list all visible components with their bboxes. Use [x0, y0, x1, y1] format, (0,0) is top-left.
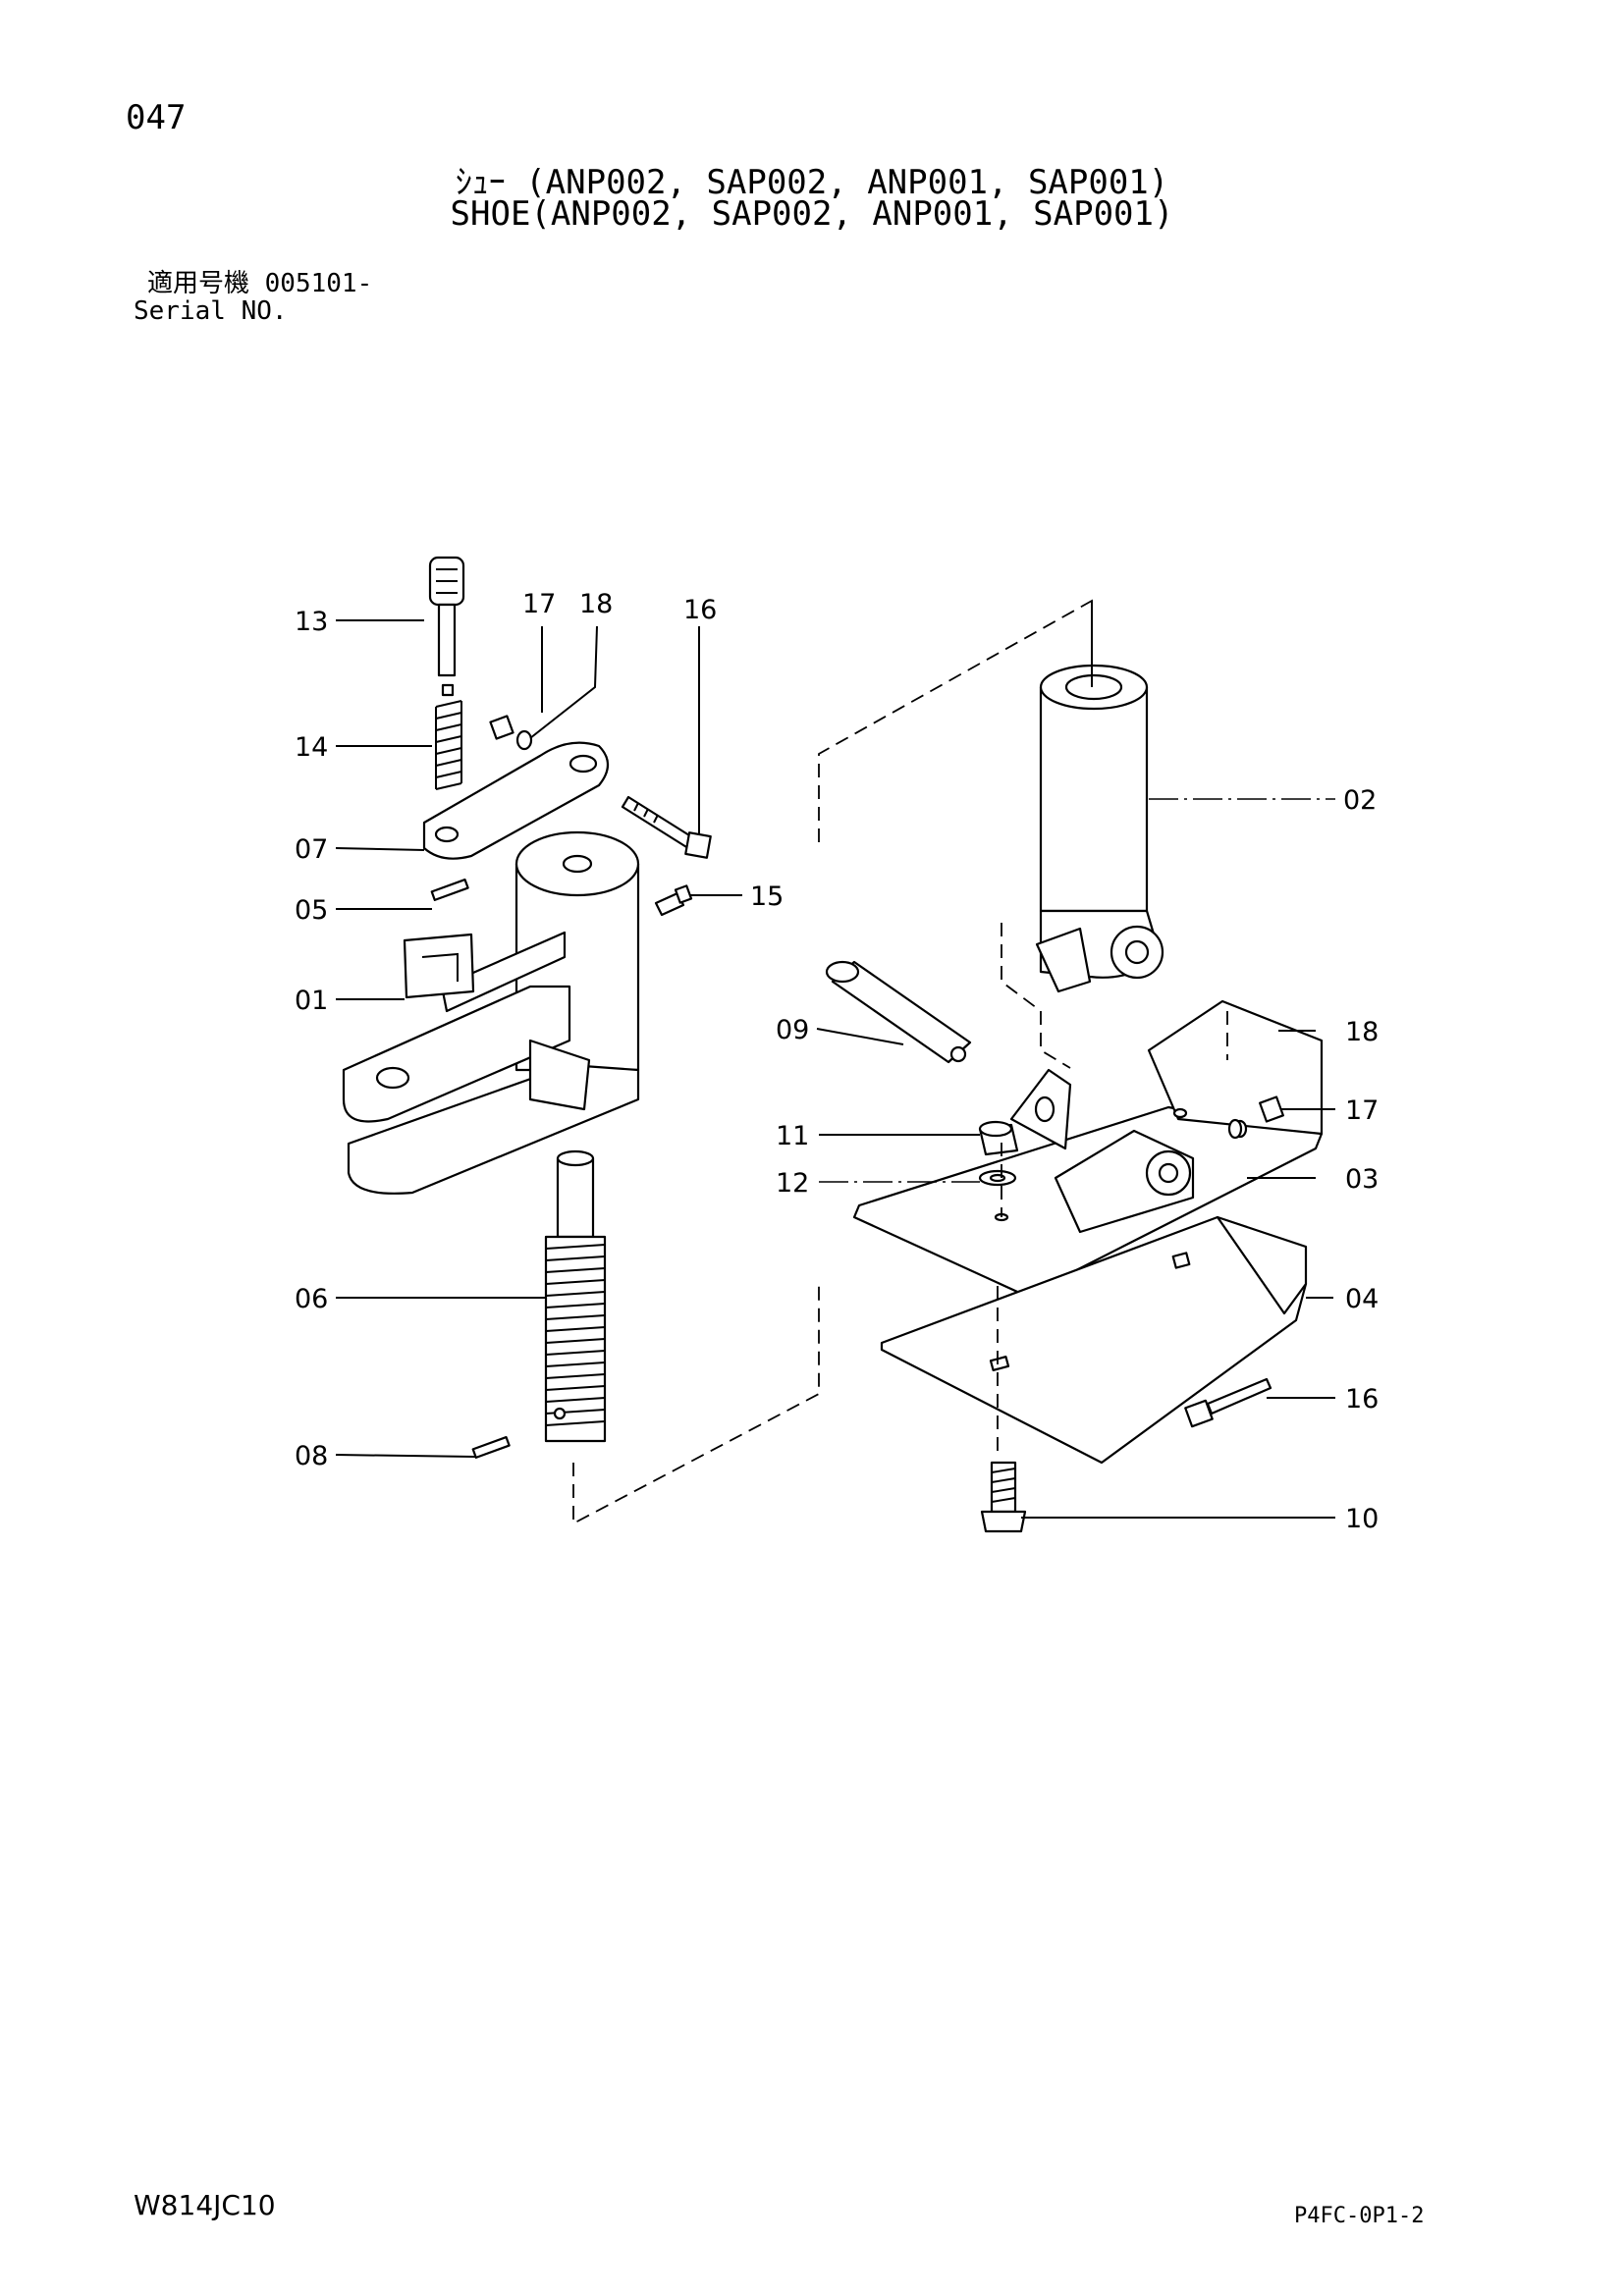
callout-18-right: 18: [1345, 1017, 1379, 1047]
part-18-17-washer-nut: [1227, 1095, 1284, 1140]
part-09-pin: [825, 960, 972, 1064]
callout-17: 17: [522, 589, 556, 619]
part-07-arm: [422, 741, 610, 860]
callout-15: 15: [750, 881, 784, 912]
callout-07: 07: [295, 834, 328, 865]
callout-03: 03: [1345, 1164, 1379, 1195]
part-03-plate: [852, 999, 1324, 1298]
callout-09: 09: [776, 1015, 809, 1045]
callout-01: 01: [295, 986, 328, 1016]
part-05-pin: [430, 878, 469, 901]
part-08-pin: [471, 1435, 511, 1459]
callout-05: 05: [295, 895, 328, 926]
part-14-spring: [435, 683, 462, 790]
part-06-threaded-shaft: [544, 1149, 607, 1443]
callout-12: 12: [776, 1168, 809, 1199]
page-number: 047: [126, 98, 187, 137]
part-01-bracket: [342, 830, 640, 1195]
serial-label-english: Serial NO.: [134, 296, 288, 326]
part-15-grease-nipple: [654, 884, 693, 917]
footer-model-code: W814JC10: [134, 2189, 276, 2221]
page-title-english: SHOE(ANP002, SAP002, ANP001, SAP001): [450, 194, 1174, 234]
callout-10: 10: [1345, 1504, 1379, 1534]
part-16-bolt-right: [1184, 1377, 1272, 1428]
part-10-bolt: [980, 1461, 1027, 1533]
part-17-18-nut-washer: [489, 715, 533, 751]
serial-label-japanese: 適用号機 005101-: [147, 269, 373, 298]
callout-14: 14: [295, 732, 328, 763]
callout-08: 08: [295, 1441, 328, 1471]
callout-18: 18: [579, 589, 613, 619]
callout-16-right: 16: [1345, 1384, 1379, 1415]
footer-page-code: P4FC-0P1-2: [1294, 2204, 1425, 2228]
callout-16: 16: [683, 595, 717, 625]
part-13-knob-pin: [428, 556, 465, 677]
callout-04: 04: [1345, 1284, 1379, 1314]
part-16-bolt: [621, 795, 712, 859]
callout-02: 02: [1343, 785, 1377, 816]
callout-17-right: 17: [1345, 1095, 1379, 1126]
page-title-japanese: ｼｭｰ (ANP002, SAP002, ANP001, SAP001): [455, 163, 1169, 202]
part-11-12-nut-washer: [978, 1120, 1019, 1222]
callout-11: 11: [776, 1121, 809, 1151]
callout-06: 06: [295, 1284, 328, 1314]
part-02-tube: [1035, 664, 1164, 993]
part-04-shoe-plate: [880, 1215, 1308, 1465]
callout-13: 13: [295, 607, 328, 637]
